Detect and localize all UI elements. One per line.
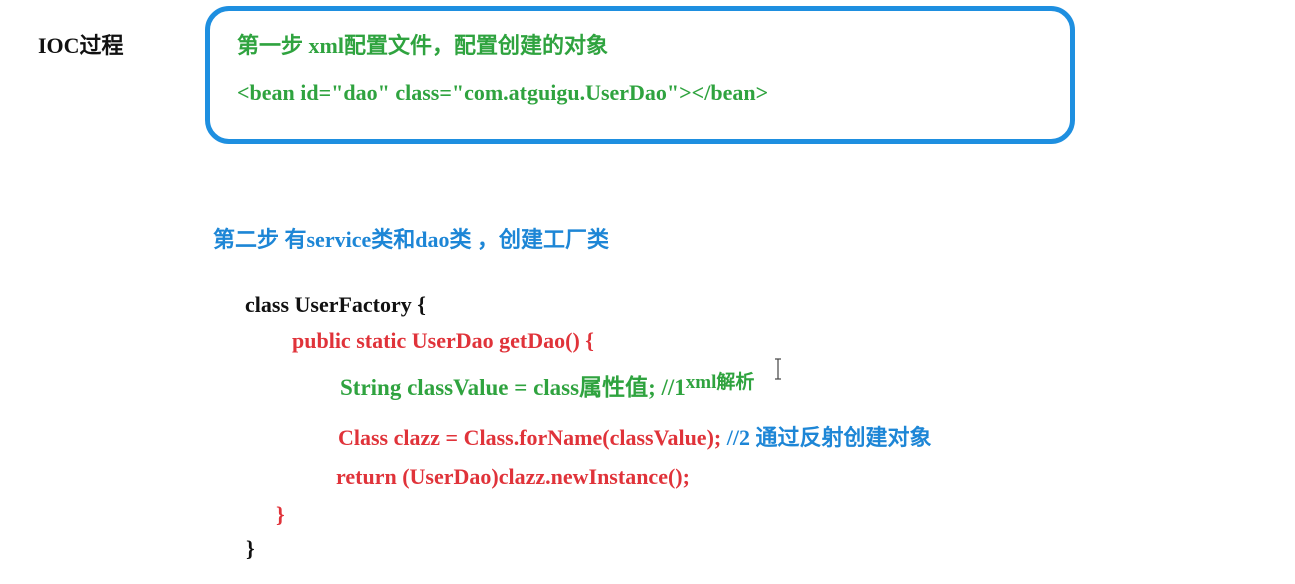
step1-box xyxy=(205,6,1075,144)
code-method-close-brace: } xyxy=(276,502,285,527)
code-clazz-line: Class clazz = Class.forName(classValue);… xyxy=(338,420,931,452)
step1-xml-code: <bean id="dao" class="com.atguigu.UserDa… xyxy=(237,80,769,105)
code-method-declaration: public static UserDao getDao() { xyxy=(292,328,594,353)
code-string-comment: xml解析 xyxy=(685,372,755,393)
step1-heading: 第一步 xml配置文件，配置创建的对象 xyxy=(237,33,608,58)
code-string-line: String classValue = class属性值; //1xml解析 xyxy=(340,368,754,402)
code-class-declaration: class UserFactory { xyxy=(245,292,426,317)
step2-heading: 第二步 有service类和dao类 ，创建工厂类 xyxy=(213,227,609,252)
code-clazz-text: Class clazz = Class.forName(classValue); xyxy=(338,425,727,450)
text-cursor-icon xyxy=(775,358,781,380)
code-class-close-brace: } xyxy=(246,536,255,561)
code-return-line: return (UserDao)clazz.newInstance(); xyxy=(336,464,690,489)
code-clazz-comment: //2 通过反射创建对象 xyxy=(726,425,932,450)
diagram-title: IOC过程 xyxy=(38,33,124,58)
code-string-text: String classValue = class属性值; //1 xyxy=(340,375,686,400)
